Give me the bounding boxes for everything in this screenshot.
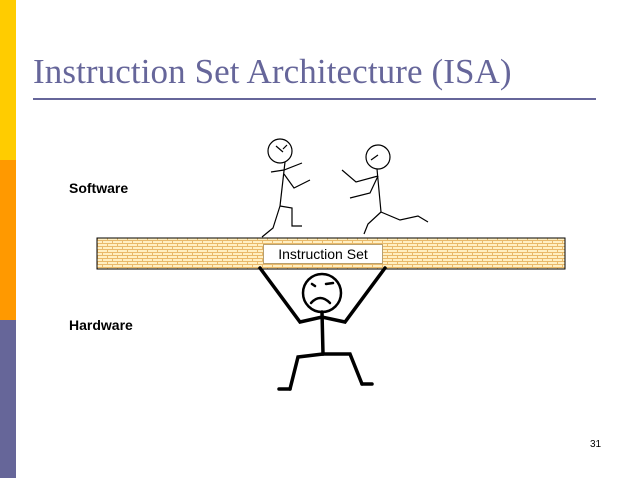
slide-title: Instruction Set Architecture (ISA) <box>33 52 512 91</box>
accent-bar-orange <box>0 160 16 320</box>
accent-bar-yellow <box>0 0 16 160</box>
software-label: Software <box>69 180 129 196</box>
instruction-set-label: Instruction Set <box>263 244 383 264</box>
hardware-label: Hardware <box>69 317 133 333</box>
software-stick-figure-right <box>341 144 429 235</box>
slide-number: 31 <box>590 439 602 450</box>
hardware-stick-figure <box>258 266 387 391</box>
title-underline <box>33 98 596 100</box>
accent-bar-purple <box>0 320 16 478</box>
left-accent-bar <box>0 0 16 478</box>
software-stick-figure-left <box>261 138 311 238</box>
